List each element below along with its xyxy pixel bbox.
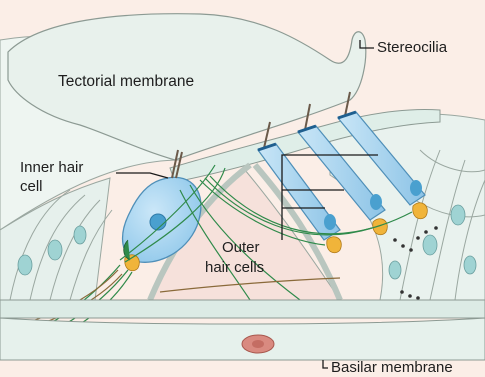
label-inner-hair-cell-line2: cell xyxy=(20,178,43,195)
label-outer-hair-cells-line2: hair cells xyxy=(205,259,264,276)
supporting-cells-right xyxy=(330,114,485,300)
label-tectorial-membrane: Tectorial membrane xyxy=(58,73,194,90)
basilar-membrane xyxy=(0,300,485,360)
label-outer-hair-cells-line1: Outer xyxy=(222,239,260,256)
label-basilar-membrane: Basilar membrane xyxy=(331,359,453,376)
label-inner-hair-cell-line1: Inner hair xyxy=(20,159,83,176)
label-stereocilia: Stereocilia xyxy=(377,39,448,56)
